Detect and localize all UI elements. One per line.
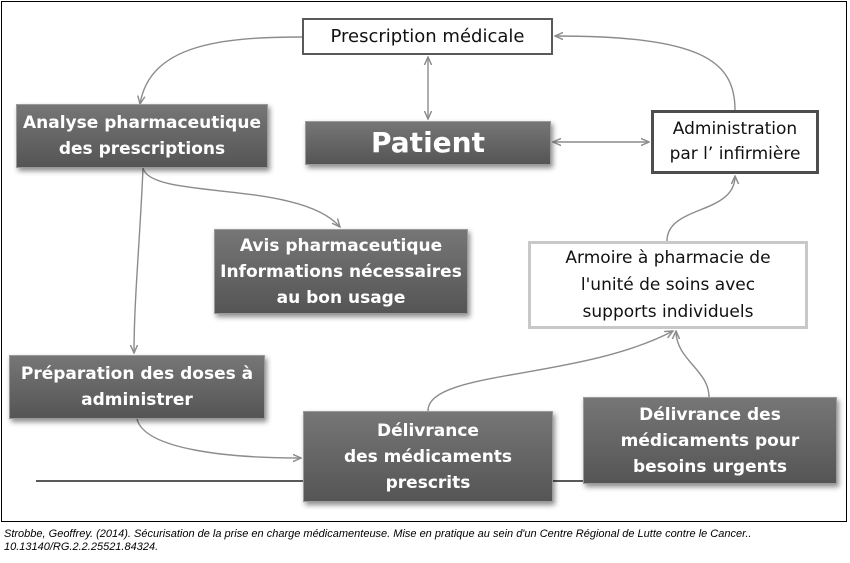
administration-infirmiere-box: Administration par l’ infirmière bbox=[651, 110, 819, 174]
caption-doi: 10.13140/RG.2.2.25521.84324. bbox=[4, 541, 159, 553]
preparation-doses-box: Préparation des doses à administrer bbox=[9, 355, 265, 419]
arrow-analyse-to-avis bbox=[142, 167, 340, 227]
delivrance-prescrits-box: Délivrance des médicaments prescrits bbox=[303, 411, 553, 502]
arrow-prescription-to-analyse bbox=[140, 36, 303, 104]
arrow-administration-to-prescription bbox=[555, 36, 736, 111]
avis-pharmaceutique-box: Avis pharmaceutique Informations nécessa… bbox=[214, 229, 468, 314]
analyse-pharmaceutique-box: Analyse pharmaceutique des prescriptions bbox=[16, 104, 268, 168]
arrow-preparation-to-delivrance bbox=[136, 418, 301, 458]
patient-box: Patient bbox=[305, 121, 551, 165]
arrow-delivrance-to-armoire bbox=[427, 331, 673, 412]
delivrance-urgents-box: Délivrance des médicaments pour besoins … bbox=[583, 397, 837, 484]
armoire-pharmacie-box: Armoire à pharmacie de l'unité de soins … bbox=[528, 241, 808, 329]
figure-caption: Strobbe, Geoffrey. (2014). Sécurisation … bbox=[4, 528, 844, 554]
caption-citation: Strobbe, Geoffrey. (2014). Sécurisation … bbox=[4, 528, 752, 540]
arrow-armoire-to-administration bbox=[666, 176, 735, 242]
arrow-analyse-to-preparation bbox=[134, 167, 144, 353]
prescription-medicale-box: Prescription médicale bbox=[302, 18, 553, 55]
arrow-urgents-to-armoire bbox=[676, 331, 710, 398]
